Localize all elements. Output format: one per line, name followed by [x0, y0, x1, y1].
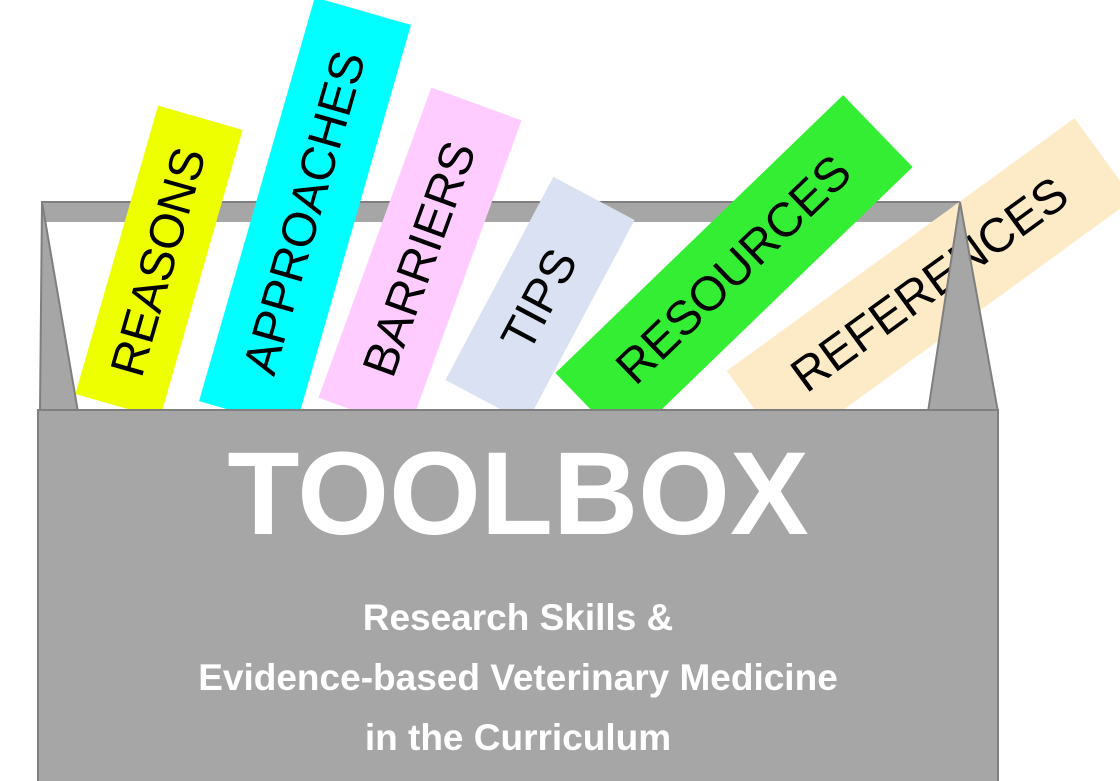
toolbox-subtitle-line-2: Evidence-based Veterinary Medicine: [198, 657, 838, 698]
toolbox-subtitle-line-1: Research Skills &: [363, 597, 674, 638]
card-approaches-background: [199, 0, 411, 429]
toolbox-title: TOOLBOX: [227, 428, 808, 560]
card-reasons-background: [75, 105, 243, 419]
toolbox-front-panel: [37, 409, 999, 781]
toolbox-subtitle-line-3: in the Curriculum: [365, 717, 671, 758]
card-references-background: [726, 118, 1120, 452]
card-resources-background: [555, 95, 913, 445]
card-barriers-background: [318, 87, 522, 431]
card-tips-background: [445, 176, 635, 424]
